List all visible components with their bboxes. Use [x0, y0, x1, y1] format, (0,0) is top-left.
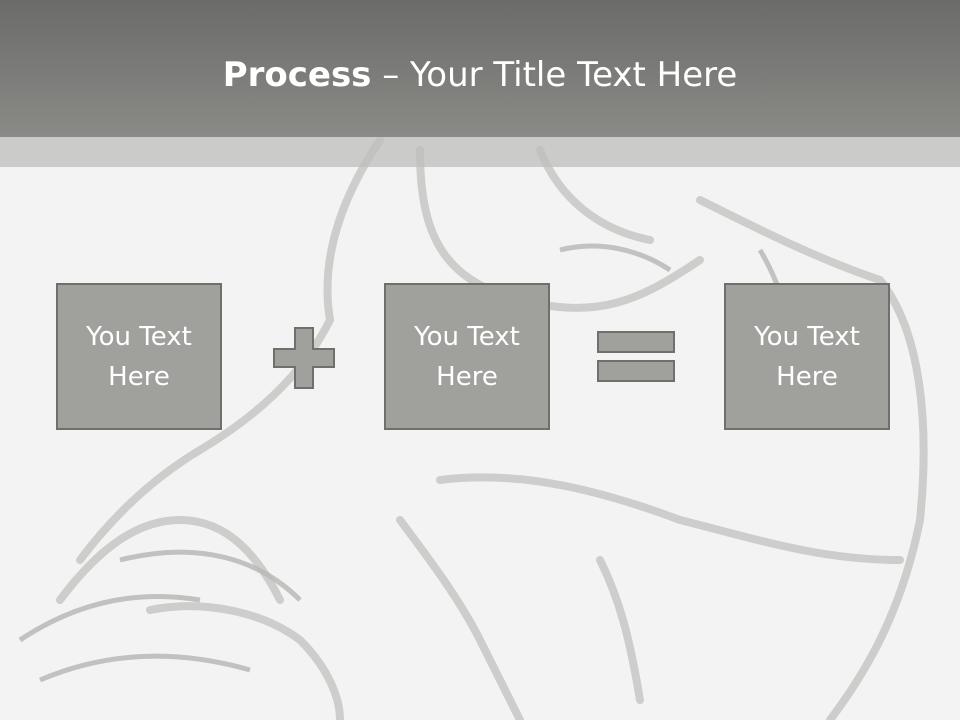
process-box-1-text: You Text Here — [86, 321, 192, 392]
title-regular-part: – Your Title Text Here — [371, 55, 738, 95]
process-box-3: You Text Here — [724, 283, 890, 430]
plus-icon — [273, 327, 335, 389]
title-accent-strip — [0, 137, 960, 167]
process-box-2: You Text Here — [384, 283, 550, 430]
slide-title: Process – Your Title Text Here — [0, 52, 960, 98]
process-box-3-text: You Text Here — [754, 321, 860, 392]
title-bar — [0, 0, 960, 137]
title-bold-part: Process — [222, 55, 372, 95]
equals-icon — [597, 331, 675, 382]
process-box-1: You Text Here — [56, 283, 222, 430]
process-box-2-text: You Text Here — [414, 321, 520, 392]
